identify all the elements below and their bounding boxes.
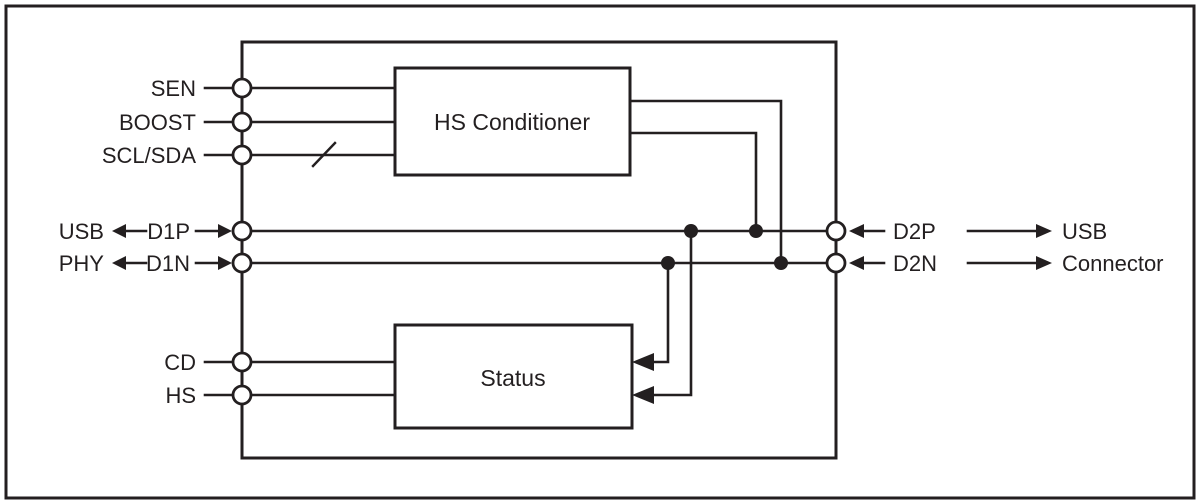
- hs-conditioner-label: HS Conditioner: [434, 109, 590, 135]
- pin-boost[interactable]: [231, 111, 253, 133]
- label-phy-left: PHY: [59, 251, 105, 276]
- status-label: Status: [480, 365, 545, 391]
- junction-status-d1n: [661, 256, 675, 270]
- pin-d2n[interactable]: [825, 252, 847, 274]
- wire-status-in-upper: [648, 261, 670, 364]
- arrow-status-upper-icon: [632, 353, 654, 371]
- label-cd: CD: [164, 350, 196, 375]
- wire-status-in-lower: [648, 229, 693, 397]
- label-scl-sda: SCL/SDA: [102, 143, 196, 168]
- hs-conditioner-block: [393, 66, 632, 177]
- label-d2n: D2N: [893, 251, 937, 276]
- label-connector-right: Connector: [1062, 251, 1164, 276]
- label-d1p: D1P: [147, 219, 190, 244]
- junction-hscond-d1p: [749, 224, 763, 238]
- pin-scl-sda[interactable]: [231, 144, 253, 166]
- status-block: [393, 323, 634, 430]
- label-usb-right: USB: [1062, 219, 1107, 244]
- bus-slash-icon: [311, 141, 337, 168]
- pin-d1p[interactable]: [231, 220, 253, 242]
- arrow-phy-icon: [112, 256, 126, 270]
- pin-d2p[interactable]: [825, 220, 847, 242]
- wire-hscond-out-lower: [628, 131, 758, 233]
- arrow-d2n-in-icon: [849, 256, 864, 270]
- pin-cd[interactable]: [231, 351, 253, 373]
- label-usb-left: USB: [59, 219, 104, 244]
- arrow-d1p-in-icon: [218, 224, 232, 238]
- label-d1n: D1N: [146, 251, 190, 276]
- arrow-connector-right-icon: [1036, 256, 1052, 270]
- pin-d1n[interactable]: [231, 252, 253, 274]
- wire-hscond-out-upper: [628, 99, 783, 265]
- arrow-status-lower-icon: [632, 386, 654, 404]
- junction-hscond-d1n: [774, 256, 788, 270]
- label-d2p: D2P: [893, 219, 936, 244]
- arrow-d1n-in-icon: [218, 256, 232, 270]
- pin-hs[interactable]: [231, 384, 253, 406]
- arrow-d2p-in-icon: [849, 224, 864, 238]
- arrow-usb-icon: [112, 224, 126, 238]
- arrow-usb-right-icon: [1036, 224, 1052, 238]
- label-hs: HS: [165, 383, 196, 408]
- page-border: [4, 4, 1196, 500]
- label-boost: BOOST: [119, 110, 196, 135]
- junction-status-d1p: [684, 224, 698, 238]
- label-sen: SEN: [151, 76, 196, 101]
- pin-sen[interactable]: [231, 77, 253, 99]
